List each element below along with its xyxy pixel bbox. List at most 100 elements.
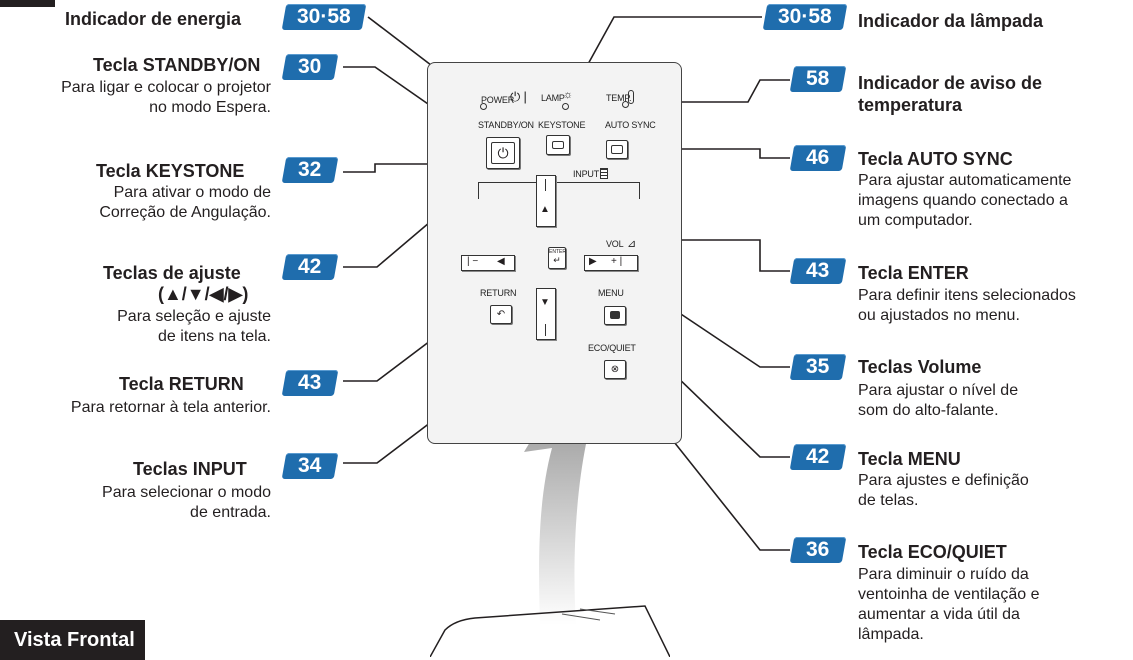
eco-title: Tecla ECO/QUIET — [858, 542, 1007, 562]
badge-adjust-text: 42 — [298, 255, 322, 278]
badge-keystone-text: 32 — [298, 158, 322, 181]
eco-desc-line4: lâmpada. — [858, 626, 924, 643]
autosync-desc: Para ajustar automaticamente imagens qua… — [858, 171, 1071, 231]
temp-indicator-label: TEMP. — [606, 93, 632, 103]
eco-quiet-button[interactable]: ⊗ — [604, 360, 626, 379]
badge-power-text: 30·58 — [297, 5, 351, 28]
eco-desc-line2: ventoinha de ventilação e — [858, 586, 1040, 603]
temp-led — [622, 101, 629, 108]
enter-key-label: ENTER — [549, 249, 566, 255]
autosync-desc-line1: Para ajustar automaticamente — [858, 172, 1072, 189]
autosync-button[interactable] — [606, 140, 628, 159]
power-indicator-label: POWER — [481, 95, 515, 105]
eco-key-label: ECO/QUIET — [588, 343, 636, 353]
adjust-keys-title: Teclas de ajuste — [103, 263, 241, 283]
enter-desc-line2: ou ajustados no menu. — [858, 307, 1020, 324]
right-arrow-icon: ▶ — [589, 256, 597, 267]
standby-power-icon: ⏻ — [491, 142, 515, 164]
down-bar — [545, 324, 546, 336]
left-arrow-icon: ◀ — [497, 256, 505, 267]
temp-title-line1: Indicador de aviso de — [858, 73, 1043, 93]
left-button[interactable]: | − ◀ — [461, 255, 515, 271]
standby-title: Tecla STANDBY/ON — [93, 55, 261, 75]
badge-power: 30·58 — [281, 4, 367, 30]
standby-desc-line1: Para ligar e colocar o projetor — [61, 79, 271, 96]
badge-enter: 43 — [789, 258, 847, 284]
badge-volume: 35 — [789, 354, 847, 380]
badge-menu-text: 42 — [806, 445, 830, 468]
volume-desc: Para ajustar o nível de som do alto-fala… — [858, 381, 1018, 421]
keystone-button[interactable] — [546, 135, 570, 155]
adjust-desc: Para seleção e ajuste de itens na tela. — [117, 307, 271, 347]
standby-on-button[interactable]: ⏻ — [486, 137, 520, 169]
enter-title: Tecla ENTER — [858, 263, 969, 283]
badge-eco: 36 — [789, 537, 847, 563]
leader-autosync — [618, 148, 790, 159]
badge-return-text: 43 — [298, 371, 322, 394]
power-icon: ⏻ | — [510, 89, 527, 104]
adjust-desc-line2: de itens na tela. — [158, 328, 271, 345]
badge-input-text: 34 — [298, 454, 322, 477]
badge-enter-text: 43 — [806, 259, 830, 282]
badge-menu: 42 — [789, 444, 847, 470]
enter-button[interactable]: ENTER↵ — [548, 247, 566, 269]
standby-desc-line2: no modo Espera. — [149, 99, 271, 116]
input-icon — [600, 168, 608, 179]
projector-outline — [430, 605, 670, 657]
temp-title: Indicador de aviso de temperatura — [858, 72, 1042, 116]
input-desc-line2: de entrada. — [190, 504, 271, 521]
keystone-icon — [552, 141, 564, 149]
enter-desc: Para definir itens selecionados ou ajust… — [858, 286, 1076, 326]
enter-desc-line1: Para definir itens selecionados — [858, 287, 1076, 304]
volume-icon: ⊿ — [627, 238, 637, 250]
plus-icon: + | — [611, 256, 623, 267]
down-button[interactable]: ▼ — [536, 288, 556, 340]
down-arrow-icon: ▼ — [540, 297, 550, 308]
thermometer-icon — [628, 90, 634, 104]
input-bracket — [478, 182, 640, 199]
eco-icon: ⊗ — [610, 364, 620, 375]
menu-key-label: MENU — [598, 288, 624, 298]
keystone-title: Tecla KEYSTONE — [96, 161, 245, 181]
keystone-desc: Para ativar o modo de Correção de Angula… — [99, 183, 271, 223]
badge-lamp: 30·58 — [762, 4, 848, 30]
keystone-key-label: KEYSTONE — [538, 120, 586, 130]
autosync-title: Tecla AUTO SYNC — [858, 149, 1013, 169]
badge-standby-text: 30 — [298, 55, 322, 78]
volume-desc-line1: Para ajustar o nível de — [858, 382, 1019, 399]
badge-autosync: 46 — [789, 145, 847, 171]
input-label: INPUT — [571, 169, 602, 179]
menu-desc: Para ajustes e definição de telas. — [858, 471, 1029, 511]
badge-return: 43 — [281, 370, 339, 396]
up-button[interactable]: ▲ — [536, 175, 556, 227]
menu-button[interactable] — [604, 306, 626, 325]
standby-key-label: STANDBY/ON — [478, 120, 534, 130]
section-heading: Vista Frontal — [0, 620, 145, 660]
menu-title: Tecla MENU — [858, 449, 961, 469]
up-bar — [545, 179, 546, 191]
eco-desc: Para diminuir o ruído da ventoinha de ve… — [858, 565, 1039, 645]
temp-title-line2: temperatura — [858, 95, 963, 115]
return-desc: Para retornar à tela anterior. — [70, 399, 271, 416]
badge-input: 34 — [281, 453, 339, 479]
menu-desc-line1: Para ajustes e definição — [858, 472, 1029, 489]
right-button[interactable]: ▶ + | — [584, 255, 638, 271]
control-panel: POWER ⏻ | LAMP ☼ TEMP. STANDBY/ON ⏻ KEYS… — [427, 62, 682, 444]
badge-standby: 30 — [281, 54, 339, 80]
vol-label: VOL — [606, 239, 624, 249]
return-key-label: RETURN — [480, 288, 517, 298]
return-button[interactable]: ↶ — [490, 305, 512, 324]
keystone-desc-line1: Para ativar o modo de — [113, 184, 271, 201]
keystone-desc-line2: Correção de Angulação. — [99, 204, 271, 221]
badge-temp-text: 58 — [806, 67, 830, 90]
autosync-desc-line3: um computador. — [858, 212, 973, 229]
badge-temp: 58 — [789, 66, 847, 92]
lamp-indicator-title: Indicador da lâmpada — [858, 11, 1044, 31]
enter-icon: ↵ — [553, 255, 561, 265]
menu-desc-line2: de telas. — [858, 492, 919, 509]
menu-icon — [610, 311, 620, 319]
input-title: Teclas INPUT — [133, 459, 247, 479]
autosync-icon — [611, 145, 623, 154]
adjust-desc-line1: Para seleção e ajuste — [117, 308, 271, 325]
input-desc: Para selecionar o modo de entrada. — [102, 483, 271, 523]
